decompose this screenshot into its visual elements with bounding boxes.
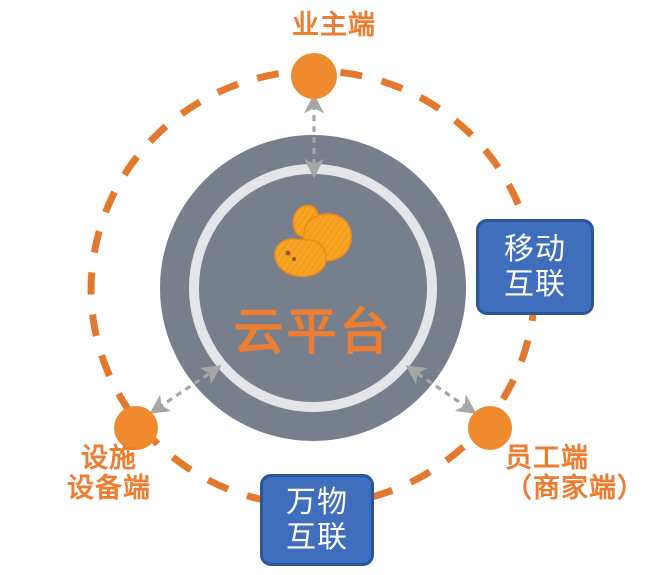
orange-node-dot-staff[interactable]: [468, 406, 512, 450]
cloud-bee-logo-icon: [274, 204, 352, 278]
tag-box-mobile[interactable]: 移动 互联: [476, 219, 594, 315]
node-label-facility: 设施 设备端: [67, 443, 151, 504]
node-label-owner: 业主端: [292, 10, 376, 40]
page-title: 云平台: [233, 304, 393, 360]
tag-box-iot[interactable]: 万物 互联: [260, 474, 374, 566]
orange-node-dot-facility[interactable]: [114, 406, 158, 450]
connector-arrow-facility: [149, 365, 222, 414]
node-label-staff: 员工端 （商家端）: [505, 443, 645, 504]
cloud-platform-disk: [160, 135, 466, 441]
orange-node-dot-owner[interactable]: [291, 53, 337, 99]
